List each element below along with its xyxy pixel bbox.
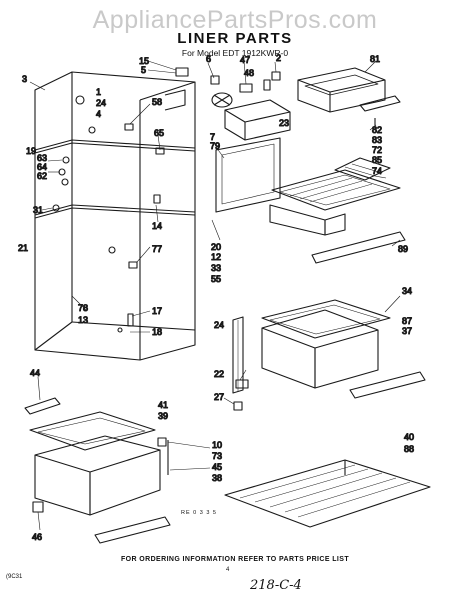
callout-62: 62 (37, 171, 47, 181)
callout-24: 24 (96, 98, 106, 108)
callout-19: 19 (26, 146, 36, 156)
callout-63: 63 (37, 153, 47, 163)
model-line: For Model EDT 1912KWR-0 (181, 48, 289, 58)
callout-85: 85 (372, 155, 382, 165)
callout-23: 23 (279, 118, 289, 128)
callout-31: 31 (33, 205, 43, 215)
callout-39: 39 (158, 411, 168, 421)
callout-87: 87 (402, 316, 412, 326)
callout-81: 81 (370, 54, 380, 64)
callout-15: 15 (139, 56, 149, 66)
callout-13: 13 (78, 315, 88, 325)
fan-duct-assembly (175, 67, 291, 141)
callout-10: 10 (212, 440, 222, 450)
callout-7: 7 (210, 132, 215, 142)
ordering-note: FOR ORDERING INFORMATION REFER TO PARTS … (120, 556, 350, 563)
callout-1: 1 (96, 87, 101, 97)
callout-34: 34 (402, 286, 412, 296)
callout-79: 79 (210, 141, 220, 151)
page-title: LINER PARTS (177, 30, 293, 47)
callout-24b: 24 (214, 320, 224, 330)
callout-74: 74 (372, 166, 382, 176)
rear-panel (215, 137, 281, 213)
callout-3: 3 (22, 74, 27, 84)
callout-48: 48 (244, 68, 254, 78)
callout-47: 47 (240, 55, 250, 65)
right-middle-drawer (261, 299, 426, 399)
callout-45: 45 (212, 462, 222, 472)
page-number: 4 (226, 567, 230, 573)
document-code: (9C31 (6, 574, 23, 580)
callout-27: 27 (214, 392, 224, 402)
callout-18: 18 (152, 327, 162, 337)
callout-77: 77 (152, 244, 162, 254)
callout-65: 65 (154, 128, 164, 138)
callout-22: 22 (214, 369, 224, 379)
callout-12: 12 (211, 252, 221, 262)
callout-41: 41 (158, 400, 168, 410)
callout-82: 82 (372, 125, 382, 135)
callout-38: 38 (212, 473, 222, 483)
callout-58: 58 (152, 97, 162, 107)
callout-40: 40 (404, 432, 414, 442)
callout-14: 14 (152, 221, 162, 231)
callout-46: 46 (32, 532, 42, 542)
watermark: AppliancePartsPros.com (92, 6, 378, 34)
callout-78: 78 (78, 303, 88, 313)
middle-shelf-assembly (269, 157, 406, 264)
handwritten-note: 218-C-4 (250, 578, 302, 593)
wire-shelf (224, 459, 431, 528)
callout-64: 64 (37, 162, 47, 172)
callout-89: 89 (398, 244, 408, 254)
callout-21: 21 (18, 243, 28, 253)
callout-numbers: 15 5 6 47 48 2 81 3 58 1 24 4 65 19 63 6… (17, 52, 414, 542)
callout-37: 37 (402, 326, 412, 336)
callout-2: 2 (276, 53, 281, 63)
drawing-ref-code: RE 0 3 3 5 (181, 510, 217, 516)
callout-83: 83 (372, 135, 382, 145)
leader-lines (29, 60, 401, 531)
upper-right-drawer (297, 67, 401, 130)
lower-left-drawer (24, 397, 171, 544)
callout-88: 88 (404, 444, 414, 454)
callout-44: 44 (30, 368, 40, 378)
liner-cabinet (34, 71, 196, 361)
callout-20: 20 (211, 242, 221, 252)
callout-4: 4 (96, 109, 101, 119)
callout-55: 55 (211, 274, 221, 284)
callout-72: 72 (372, 145, 382, 155)
vertical-slide-rail (232, 316, 249, 411)
callout-17: 17 (152, 306, 162, 316)
callout-73: 73 (212, 451, 222, 461)
callout-5: 5 (141, 65, 146, 75)
callout-33: 33 (211, 263, 221, 273)
callout-6: 6 (206, 54, 211, 64)
